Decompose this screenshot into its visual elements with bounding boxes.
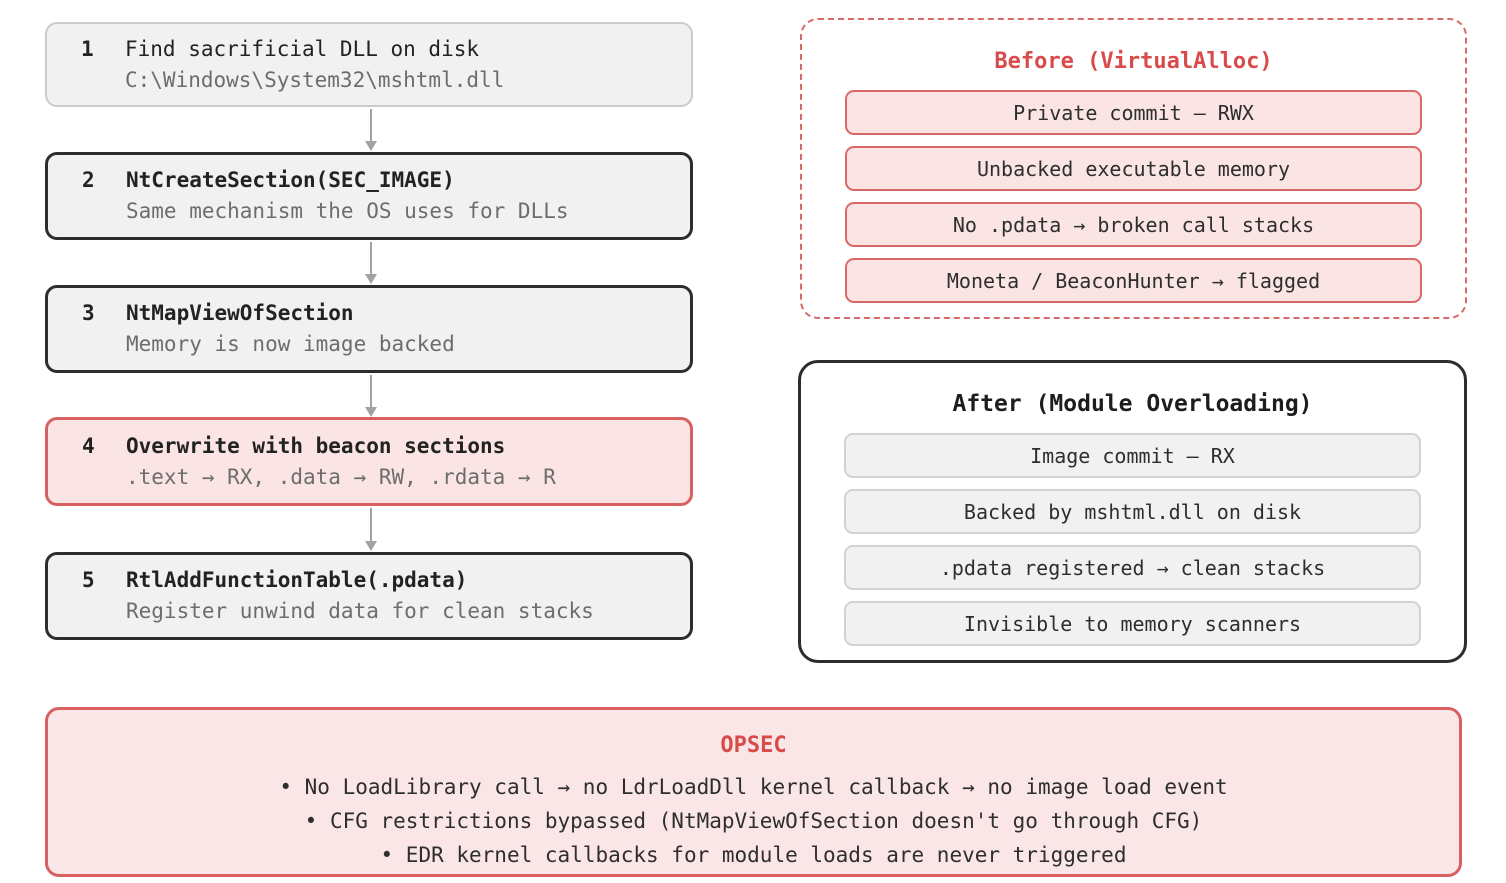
after-module-overloading-panel: After (Module Overloading) Image commit … (798, 360, 1467, 663)
memory-attribute-row: Invisible to memory scanners (844, 601, 1421, 646)
opsec-title: OPSEC (720, 733, 787, 758)
step-title: RtlAddFunctionTable(.pdata) (126, 568, 468, 592)
step-subtitle: C:\Windows\System32\mshtml.dll (125, 67, 505, 92)
before-virtualalloc-panel: Before (VirtualAlloc) Private commit — R… (800, 18, 1467, 319)
flow-step-1: 1 Find sacrificial DLL on disk C:\Window… (45, 22, 693, 107)
step-title: NtCreateSection(SEC_IMAGE) (126, 168, 455, 192)
step-subtitle: Memory is now image backed (126, 332, 455, 356)
arrow-down-icon (365, 109, 377, 151)
flow-step-3: 3 NtMapViewOfSection Memory is now image… (45, 285, 693, 373)
flow-step-2: 2 NtCreateSection(SEC_IMAGE) Same mechan… (45, 152, 693, 240)
arrow-down-icon (365, 242, 377, 284)
memory-attribute-row: Image commit — RX (844, 433, 1421, 478)
opsec-panel: OPSEC • No LoadLibrary call → no LdrLoad… (45, 707, 1462, 877)
step-subtitle: .text → RX, .data → RW, .rdata → R (126, 464, 556, 489)
memory-attribute-row: Moneta / BeaconHunter → flagged (845, 258, 1422, 303)
arrow-down-icon (365, 375, 377, 417)
step-subtitle: Register unwind data for clean stacks (126, 599, 594, 623)
memory-attribute-row: Backed by mshtml.dll on disk (844, 489, 1421, 534)
memory-attribute-row: .pdata registered → clean stacks (844, 545, 1421, 590)
step-subtitle: Same mechanism the OS uses for DLLs (126, 199, 569, 223)
before-rows: Private commit — RWX Unbacked executable… (845, 90, 1422, 303)
memory-attribute-row: No .pdata → broken call stacks (845, 202, 1422, 247)
opsec-bullet: • CFG restrictions bypassed (NtMapViewOf… (304, 809, 1203, 833)
after-rows: Image commit — RX Backed by mshtml.dll o… (844, 433, 1421, 646)
panel-title: Before (VirtualAlloc) (994, 49, 1273, 74)
step-title: Overwrite with beacon sections (126, 433, 506, 458)
step-number: 1 (81, 36, 94, 61)
memory-attribute-row: Private commit — RWX (845, 90, 1422, 135)
step-number: 3 (82, 301, 95, 325)
step-number: 4 (82, 433, 95, 458)
step-title: NtMapViewOfSection (126, 301, 354, 325)
opsec-bullet: • No LoadLibrary call → no LdrLoadDll ke… (279, 775, 1228, 799)
arrow-down-icon (365, 508, 377, 551)
opsec-bullet: • EDR kernel callbacks for module loads … (380, 843, 1127, 867)
step-number: 5 (82, 568, 95, 592)
flow-step-4: 4 Overwrite with beacon sections .text →… (45, 417, 693, 506)
flow-step-5: 5 RtlAddFunctionTable(.pdata) Register u… (45, 552, 693, 640)
step-title: Find sacrificial DLL on disk (125, 36, 480, 61)
memory-attribute-row: Unbacked executable memory (845, 146, 1422, 191)
panel-title: After (Module Overloading) (952, 391, 1313, 417)
step-number: 2 (82, 168, 95, 192)
